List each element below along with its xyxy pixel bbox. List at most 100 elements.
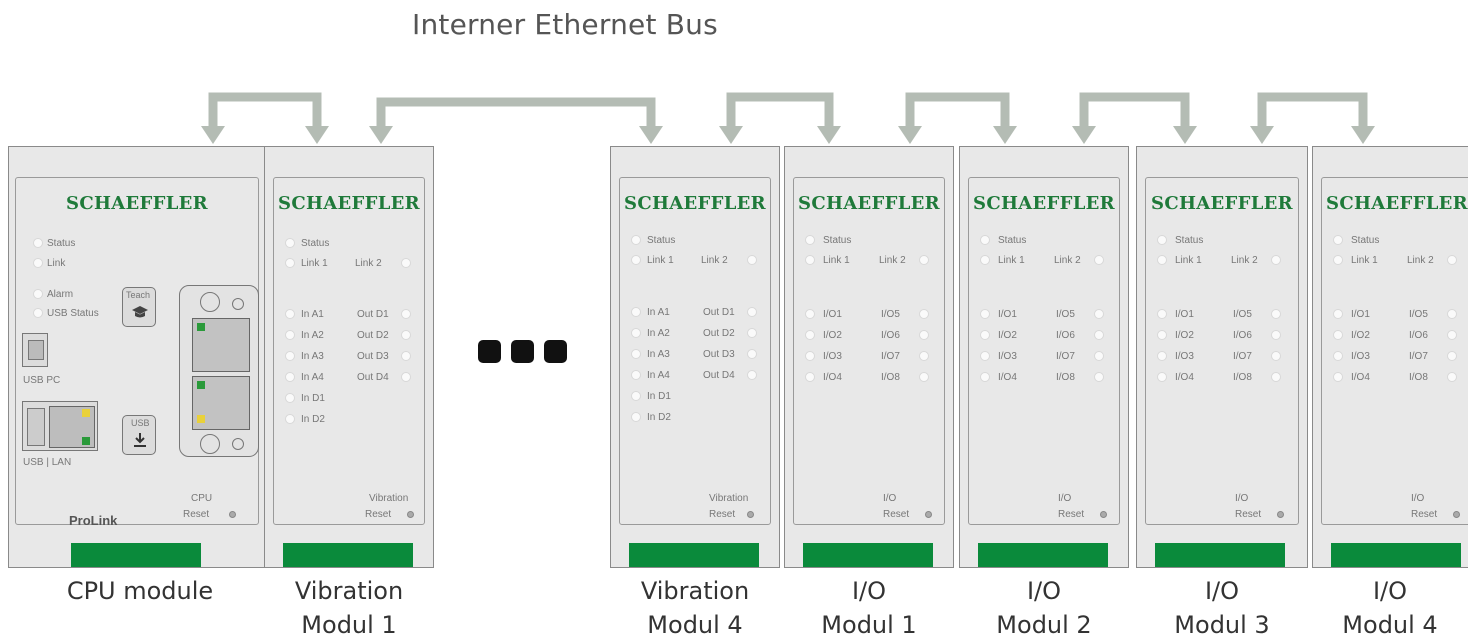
ethernet-bus-diagram bbox=[201, 92, 1375, 144]
io-led bbox=[1157, 351, 1167, 361]
caption-line: Modul 4 bbox=[1342, 611, 1438, 639]
io-label: I/O7 bbox=[1233, 351, 1252, 362]
input-label: In A4 bbox=[647, 370, 670, 381]
caption-line: Modul 4 bbox=[647, 611, 743, 639]
io-led bbox=[1447, 351, 1457, 361]
input-led bbox=[631, 307, 641, 317]
terminal-connector bbox=[71, 543, 201, 567]
ethernet-ports-block[interactable] bbox=[179, 285, 259, 457]
output-led bbox=[747, 328, 757, 338]
io-label: I/O5 bbox=[1233, 309, 1252, 320]
bus-arrowhead bbox=[993, 126, 1017, 144]
io-label: I/O4 bbox=[998, 372, 1017, 383]
bus-arrowhead bbox=[1072, 126, 1096, 144]
usb-status-led bbox=[33, 308, 43, 318]
io-module-1: SCHAEFFLER Status Link 1 Link 2 I/O1 I/O… bbox=[784, 146, 954, 568]
reset-button[interactable] bbox=[1100, 511, 1107, 518]
output-led bbox=[747, 349, 757, 359]
input-label: In D1 bbox=[647, 391, 671, 402]
bus-link-vib1-vib4 bbox=[376, 97, 656, 128]
io-label: I/O2 bbox=[823, 330, 842, 341]
reset-button[interactable] bbox=[747, 511, 754, 518]
io-led bbox=[1271, 330, 1281, 340]
mount-hole bbox=[232, 438, 244, 450]
reset-button[interactable] bbox=[1277, 511, 1284, 518]
io-led bbox=[1094, 330, 1104, 340]
input-led bbox=[631, 391, 641, 401]
output-label: Out D2 bbox=[703, 328, 735, 339]
io-led bbox=[1447, 309, 1457, 319]
link1-led bbox=[805, 255, 815, 265]
teach-button[interactable]: Teach bbox=[122, 287, 156, 327]
io-label: I/O8 bbox=[881, 372, 900, 383]
input-led bbox=[631, 349, 641, 359]
io-led bbox=[805, 351, 815, 361]
usb-lan-port[interactable] bbox=[22, 401, 98, 451]
link1-led bbox=[631, 255, 641, 265]
caption-line: I/O bbox=[1204, 577, 1240, 605]
eth-port-1 bbox=[192, 318, 250, 372]
reset-label: Reset bbox=[365, 509, 392, 520]
brand-logo: SCHAEFFLER bbox=[973, 193, 1115, 214]
status-label: Status bbox=[998, 235, 1027, 246]
brand-logo: SCHAEFFLER bbox=[798, 193, 940, 214]
reset-button[interactable] bbox=[925, 511, 932, 518]
input-label: In D2 bbox=[301, 414, 325, 425]
io-label: I/O3 bbox=[998, 351, 1017, 362]
caption-line: Modul 1 bbox=[301, 611, 397, 639]
usb-button[interactable]: USB bbox=[122, 415, 156, 455]
brand-logo: SCHAEFFLER bbox=[1151, 193, 1293, 214]
input-label: In A1 bbox=[647, 307, 670, 318]
link-led bbox=[33, 258, 43, 268]
input-label: In D2 bbox=[647, 412, 671, 423]
bus-arrowhead bbox=[201, 126, 225, 144]
usb-pc-port[interactable] bbox=[22, 333, 48, 367]
io-led bbox=[1094, 372, 1104, 382]
io-label: I/O5 bbox=[881, 309, 900, 320]
input-led bbox=[631, 412, 641, 422]
output-label: Out D3 bbox=[357, 351, 389, 362]
brand-logo: SCHAEFFLER bbox=[278, 193, 420, 214]
io-label: I/O2 bbox=[1351, 330, 1370, 341]
link1-label: Link 1 bbox=[823, 255, 850, 266]
io-label: I/O5 bbox=[1409, 309, 1428, 320]
input-led bbox=[285, 414, 295, 424]
link2-led bbox=[747, 255, 757, 265]
reset-label: Reset bbox=[1058, 509, 1085, 520]
reset-title: Vibration bbox=[709, 493, 749, 504]
mount-screw-top bbox=[200, 292, 220, 312]
caption-vibration-1: Vibration Modul 1 bbox=[264, 574, 434, 642]
io-led bbox=[1157, 330, 1167, 340]
reset-button[interactable] bbox=[407, 511, 414, 518]
status-led bbox=[285, 238, 295, 248]
status-led bbox=[631, 235, 641, 245]
input-led bbox=[631, 370, 641, 380]
io-label: I/O7 bbox=[1056, 351, 1075, 362]
reset-label: Reset bbox=[1411, 509, 1438, 520]
caption-io-1: I/O Modul 1 bbox=[784, 574, 954, 642]
link1-led bbox=[1157, 255, 1167, 265]
cpu-module: SCHAEFFLER Status Link Alarm USB Status … bbox=[8, 146, 266, 568]
reset-label: Reset bbox=[1235, 509, 1262, 520]
caption-line: I/O bbox=[1026, 577, 1062, 605]
teach-label: Teach bbox=[126, 290, 151, 300]
bus-link-io3-io4 bbox=[1257, 92, 1368, 128]
link1-label: Link 1 bbox=[1351, 255, 1378, 266]
vibration-module-1: SCHAEFFLER Status Link 1 Link 2 In A1 In… bbox=[264, 146, 434, 568]
io-led bbox=[1271, 372, 1281, 382]
io-label: I/O1 bbox=[998, 309, 1017, 320]
output-label: Out D1 bbox=[357, 309, 389, 320]
more-modules-ellipsis bbox=[478, 340, 577, 368]
io-led bbox=[980, 351, 990, 361]
io-module-4: SCHAEFFLER Status Link 1 Link 2 I/O1 I/O… bbox=[1312, 146, 1468, 568]
reset-button[interactable] bbox=[1453, 511, 1460, 518]
reset-title: I/O bbox=[1411, 493, 1425, 504]
input-label: In A3 bbox=[647, 349, 670, 360]
bus-arrowhead bbox=[817, 126, 841, 144]
reset-button[interactable] bbox=[229, 511, 236, 518]
io-label: I/O8 bbox=[1233, 372, 1252, 383]
io-led bbox=[805, 309, 815, 319]
reset-title: I/O bbox=[1058, 493, 1072, 504]
io-led bbox=[1094, 351, 1104, 361]
io-led bbox=[1333, 372, 1343, 382]
